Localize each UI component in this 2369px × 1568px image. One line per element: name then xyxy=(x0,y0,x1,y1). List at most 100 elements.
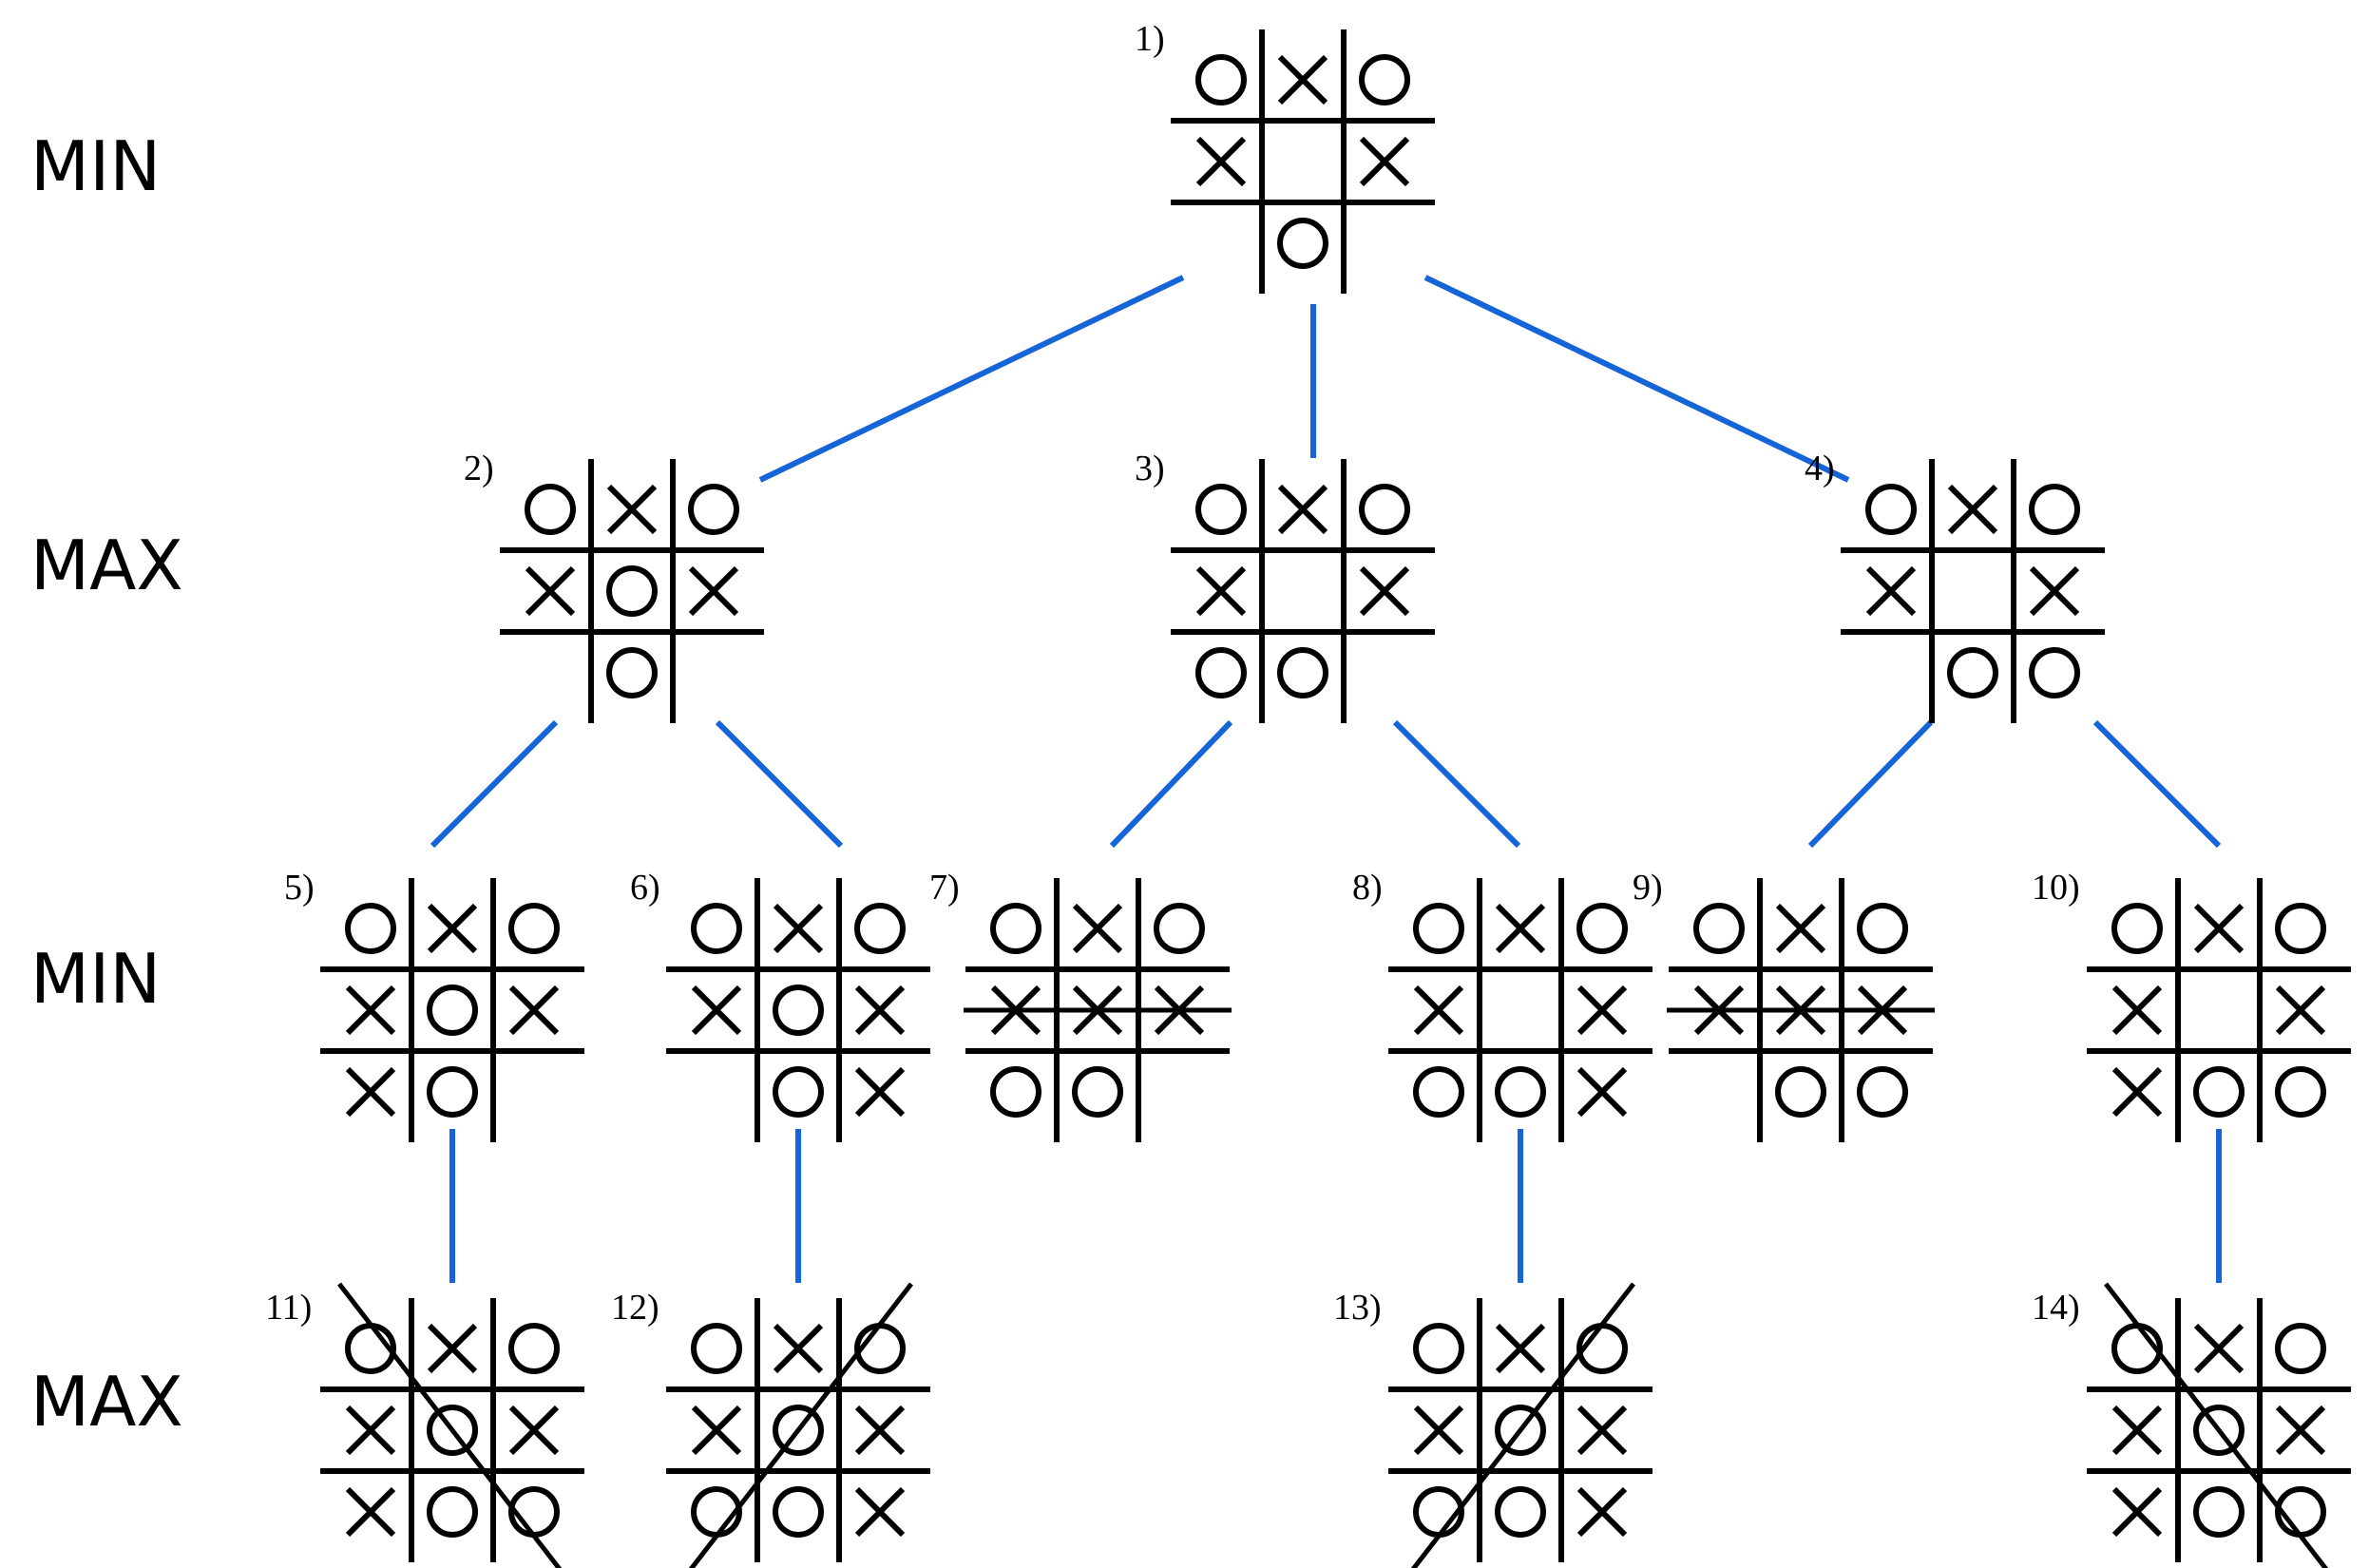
o-mark xyxy=(525,484,576,535)
x-mark xyxy=(508,1405,560,1456)
o-mark xyxy=(990,903,1041,954)
edge-1-2 xyxy=(758,275,1185,483)
x-mark xyxy=(854,1486,906,1538)
x-mark xyxy=(691,1405,742,1456)
nodes-layer: 1)2)3)4)5)6)7)8)9)10)11)12)13)14) xyxy=(265,19,2351,1568)
x-mark xyxy=(2029,565,2080,617)
level-label-min-2: MIN xyxy=(30,939,161,1019)
board-node-12: 12) xyxy=(611,1282,930,1568)
o-mark xyxy=(1195,647,1247,698)
x-mark xyxy=(1072,903,1123,954)
o-mark xyxy=(427,1066,478,1118)
o-mark xyxy=(773,1405,824,1456)
o-mark xyxy=(1857,1066,1908,1118)
o-mark xyxy=(1277,647,1328,698)
node-label-5: 5) xyxy=(284,868,315,908)
o-mark xyxy=(2275,1323,2326,1374)
node-label-7: 7) xyxy=(929,868,960,908)
board-node-4: 4) xyxy=(1805,449,2105,723)
x-mark xyxy=(854,1066,906,1118)
node-label-8: 8) xyxy=(1352,868,1383,908)
x-mark xyxy=(2111,985,2163,1036)
o-mark xyxy=(1154,903,1205,954)
x-mark xyxy=(1413,1405,1464,1456)
x-mark xyxy=(1195,136,1247,187)
o-mark xyxy=(2111,903,2163,954)
level-labels: MIN MAX MIN MAX xyxy=(30,126,183,1442)
x-mark xyxy=(345,1486,396,1538)
x-mark xyxy=(1947,484,1998,535)
board-node-9: 9) xyxy=(1633,868,1935,1142)
o-mark xyxy=(2193,1066,2245,1118)
o-mark xyxy=(1576,903,1628,954)
o-mark xyxy=(691,1323,742,1374)
o-mark xyxy=(1413,903,1464,954)
edge-2-5 xyxy=(430,719,559,849)
x-mark xyxy=(1865,565,1917,617)
o-mark xyxy=(2029,647,2080,698)
o-mark xyxy=(1072,1066,1123,1118)
edge-1-4 xyxy=(1423,275,1850,483)
o-mark xyxy=(427,985,478,1036)
o-mark xyxy=(773,985,824,1036)
board-node-13: 13) xyxy=(1333,1282,1653,1568)
node-label-3: 3) xyxy=(1135,449,1165,488)
o-mark xyxy=(2029,484,2080,535)
x-mark xyxy=(345,1066,396,1118)
x-mark xyxy=(1359,136,1410,187)
x-mark xyxy=(508,985,560,1036)
o-mark xyxy=(508,1323,560,1374)
board-node-11: 11) xyxy=(265,1282,584,1568)
win-strike-line xyxy=(688,1282,913,1568)
node-label-6: 6) xyxy=(630,868,660,908)
edge-2-6 xyxy=(715,719,844,849)
node-label-12: 12) xyxy=(611,1288,659,1328)
x-mark xyxy=(2111,1405,2163,1456)
win-strike-line xyxy=(1410,1282,1635,1568)
board-node-10: 10) xyxy=(2032,868,2351,1142)
x-mark xyxy=(1359,565,1410,617)
x-mark xyxy=(2275,1405,2326,1456)
o-mark xyxy=(773,1486,824,1538)
o-mark xyxy=(688,484,739,535)
o-mark xyxy=(1413,1323,1464,1374)
node-label-11: 11) xyxy=(265,1288,312,1328)
o-mark xyxy=(1359,54,1410,105)
x-mark xyxy=(854,1405,906,1456)
x-mark xyxy=(1576,1405,1628,1456)
x-mark xyxy=(2111,1066,2163,1118)
x-mark xyxy=(1576,1486,1628,1538)
o-mark xyxy=(1413,1066,1464,1118)
x-mark xyxy=(525,565,576,617)
board-node-6: 6) xyxy=(630,868,930,1142)
x-mark xyxy=(427,903,478,954)
board-node-2: 2) xyxy=(464,449,764,723)
o-mark xyxy=(854,903,906,954)
o-mark xyxy=(1947,647,1998,698)
o-mark xyxy=(606,565,658,617)
o-mark xyxy=(1775,1066,1826,1118)
node-label-2: 2) xyxy=(464,449,494,488)
o-mark xyxy=(1359,484,1410,535)
level-label-max-1: MAX xyxy=(30,526,183,605)
x-mark xyxy=(345,985,396,1036)
o-mark xyxy=(2193,1405,2245,1456)
node-label-4: 4) xyxy=(1805,449,1835,488)
x-mark xyxy=(2193,1323,2245,1374)
node-label-13: 13) xyxy=(1333,1288,1382,1328)
o-mark xyxy=(1495,1405,1546,1456)
edge-4-10 xyxy=(2092,719,2222,849)
node-label-14: 14) xyxy=(2032,1288,2080,1328)
o-mark xyxy=(427,1405,478,1456)
x-mark xyxy=(1576,985,1628,1036)
edge-4-9 xyxy=(1807,719,1934,849)
x-mark xyxy=(1195,565,1247,617)
board-node-3: 3) xyxy=(1135,449,1435,723)
x-mark xyxy=(2193,903,2245,954)
win-strike-line xyxy=(337,1282,563,1568)
x-mark xyxy=(606,484,658,535)
o-mark xyxy=(2193,1486,2245,1538)
x-mark xyxy=(773,903,824,954)
o-mark xyxy=(606,647,658,698)
o-mark xyxy=(1495,1486,1546,1538)
